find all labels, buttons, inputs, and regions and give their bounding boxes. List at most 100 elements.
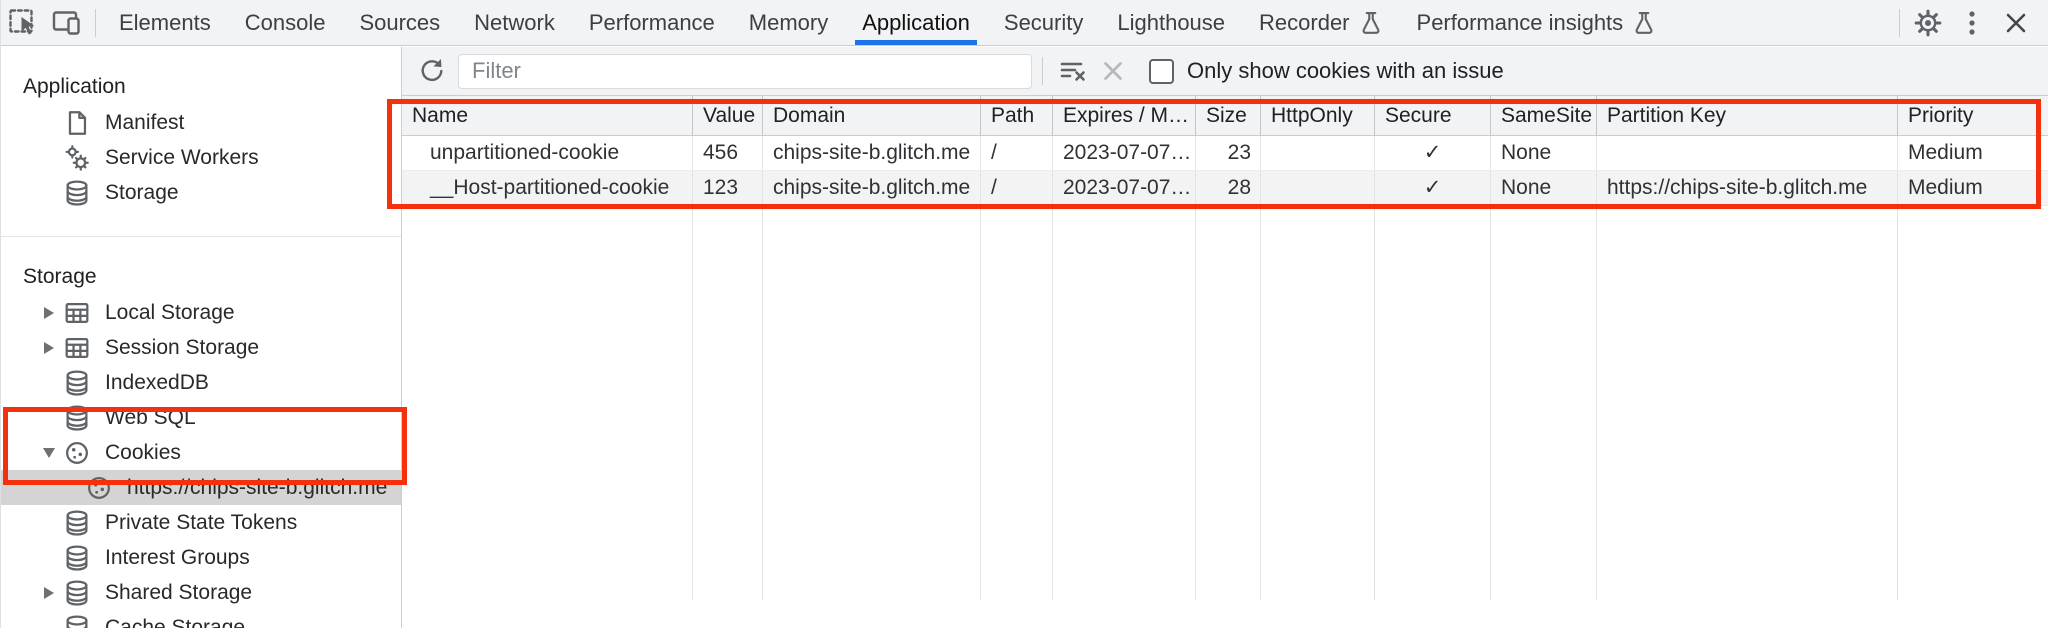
sidebar-item-service-workers[interactable]: Service Workers <box>1 140 401 175</box>
clear-filter-icon <box>1060 62 1085 81</box>
tab-memory[interactable]: Memory <box>748 10 829 35</box>
delete-disabled-icon <box>1104 62 1122 80</box>
cell-priority: Medium <box>1908 176 1983 199</box>
column-header-domain[interactable]: Domain <box>763 96 981 135</box>
sidebar-item-storage[interactable]: Storage <box>1 175 401 210</box>
cell-value: 456 <box>693 136 763 170</box>
devtools-tab-bar: Elements Console Sources Network Perform… <box>1 0 2048 46</box>
tab-application[interactable]: Application <box>845 0 987 45</box>
sidebar-item-manifest[interactable]: Manifest <box>1 105 401 140</box>
sidebar-item-web-sql[interactable]: Web SQL <box>1 400 401 435</box>
column-header-size[interactable]: Size <box>1196 96 1261 135</box>
inspect-element-button[interactable] <box>1 1 45 45</box>
column-header-priority[interactable]: Priority <box>1908 104 1974 127</box>
database-icon <box>61 543 93 573</box>
database-icon <box>61 403 93 433</box>
expand-arrow-icon[interactable] <box>44 341 54 354</box>
storage-section-title: Storage <box>23 265 97 288</box>
cell-domain: chips-site-b.glitch.me <box>763 136 981 170</box>
database-icon <box>61 508 93 538</box>
filter-input[interactable] <box>458 53 1032 89</box>
tab-recorder[interactable]: Recorder <box>1242 0 1399 45</box>
more-options-button[interactable] <box>1950 1 1994 45</box>
expand-arrow-icon[interactable] <box>44 306 54 319</box>
cell-domain: chips-site-b.glitch.me <box>763 171 981 205</box>
sidebar-item-indexeddb[interactable]: IndexedDB <box>1 365 401 400</box>
storage-section: Storage Local Storage Session Storage <box>1 237 401 628</box>
delete-cookie-button[interactable] <box>1093 51 1133 91</box>
cell-httponly <box>1261 136 1375 170</box>
device-toolbar-button[interactable] <box>45 1 89 45</box>
cell-partition-key <box>1597 136 1898 170</box>
cookies-panel: Only show cookies with an issue Name Val… <box>402 47 2048 628</box>
database-icon <box>61 613 93 628</box>
cell-name: __Host-partitioned-cookie <box>402 171 693 205</box>
sidebar-item-interest-groups[interactable]: Interest Groups <box>1 540 401 575</box>
cookie-icon <box>83 473 115 503</box>
close-devtools-button[interactable] <box>1994 1 2038 45</box>
cell-secure-checkmark: ✓ <box>1375 171 1491 205</box>
tab-performance-insights[interactable]: Performance insights <box>1400 0 1674 45</box>
tab-security[interactable]: Security <box>1003 10 1084 35</box>
tab-elements[interactable]: Elements <box>119 10 211 35</box>
expand-arrow-icon[interactable] <box>44 586 54 599</box>
clear-filter-button[interactable] <box>1053 51 1093 91</box>
cell-priority: Medium <box>1908 141 1983 164</box>
cookie-icon <box>61 438 93 468</box>
cell-httponly <box>1261 171 1375 205</box>
cell-name: unpartitioned-cookie <box>402 136 693 170</box>
column-header-samesite[interactable]: SameSite <box>1491 96 1597 135</box>
cookie-row-unpartitioned[interactable]: unpartitioned-cookie 456 chips-site-b.gl… <box>402 136 2048 171</box>
sidebar-item-cookies[interactable]: Cookies <box>1 435 401 470</box>
column-header-httponly[interactable]: HttpOnly <box>1261 96 1375 135</box>
cell-value: 123 <box>693 171 763 205</box>
column-header-name[interactable]: Name <box>402 96 693 135</box>
sidebar-item-session-storage[interactable]: Session Storage <box>1 330 401 365</box>
cell-secure-checkmark: ✓ <box>1375 136 1491 170</box>
cell-expires: 2023-07-07… <box>1053 136 1196 170</box>
cookie-row-host-partitioned[interactable]: __Host-partitioned-cookie 123 chips-site… <box>402 171 2048 206</box>
tab-console[interactable]: Console <box>244 10 326 35</box>
cell-expires: 2023-07-07… <box>1053 171 1196 205</box>
cookie-table-header: Name Value Domain Path Expires / M… Size… <box>402 96 2048 136</box>
toolbar-separator <box>1042 57 1043 85</box>
tab-performance[interactable]: Performance <box>588 10 715 35</box>
table-storage-icon <box>61 298 93 328</box>
settings-button[interactable] <box>1906 1 1950 45</box>
sidebar-item-private-state-tokens[interactable]: Private State Tokens <box>1 505 401 540</box>
column-header-path[interactable]: Path <box>981 96 1053 135</box>
tab-sources[interactable]: Sources <box>359 10 441 35</box>
sidebar-item-local-storage[interactable]: Local Storage <box>1 295 401 330</box>
cell-size: 28 <box>1196 171 1261 205</box>
device-toolbar-icon <box>52 10 80 35</box>
column-header-value[interactable]: Value <box>693 96 763 135</box>
column-header-partition-key[interactable]: Partition Key <box>1597 96 1898 135</box>
tab-lighthouse[interactable]: Lighthouse <box>1117 10 1226 35</box>
sidebar-item-shared-storage[interactable]: Shared Storage <box>1 575 401 610</box>
cell-size: 23 <box>1196 136 1261 170</box>
cookies-toolbar: Only show cookies with an issue <box>402 47 2048 96</box>
application-panel-sidebar: Application Manifest <box>1 47 402 628</box>
tab-network[interactable]: Network <box>474 10 555 35</box>
only-issue-checkbox[interactable] <box>1149 58 1174 84</box>
sidebar-item-cache-storage[interactable]: Cache Storage <box>1 610 401 628</box>
column-header-secure[interactable]: Secure <box>1375 96 1491 135</box>
experiment-flask-icon <box>1362 11 1379 34</box>
application-section: Application Manifest <box>1 47 401 237</box>
three-dot-menu-icon <box>1969 10 1975 35</box>
only-issue-label[interactable]: Only show cookies with an issue <box>1187 58 1504 83</box>
sidebar-item-cookie-origin[interactable]: https://chips-site-b.glitch.me <box>1 470 401 505</box>
refresh-button[interactable] <box>412 51 452 91</box>
cookie-table-empty-area <box>402 206 2048 600</box>
database-icon <box>61 368 93 398</box>
tabbar-separator <box>95 8 96 37</box>
column-header-expires[interactable]: Expires / M… <box>1053 96 1196 135</box>
tabbar-right-separator <box>1899 8 1900 37</box>
collapse-arrow-icon[interactable] <box>43 447 55 458</box>
gear-icon <box>1914 9 1942 36</box>
cell-path: / <box>981 171 1053 205</box>
experiment-flask-icon <box>1635 11 1653 34</box>
cell-samesite: None <box>1491 171 1597 205</box>
inspect-icon <box>9 8 35 34</box>
